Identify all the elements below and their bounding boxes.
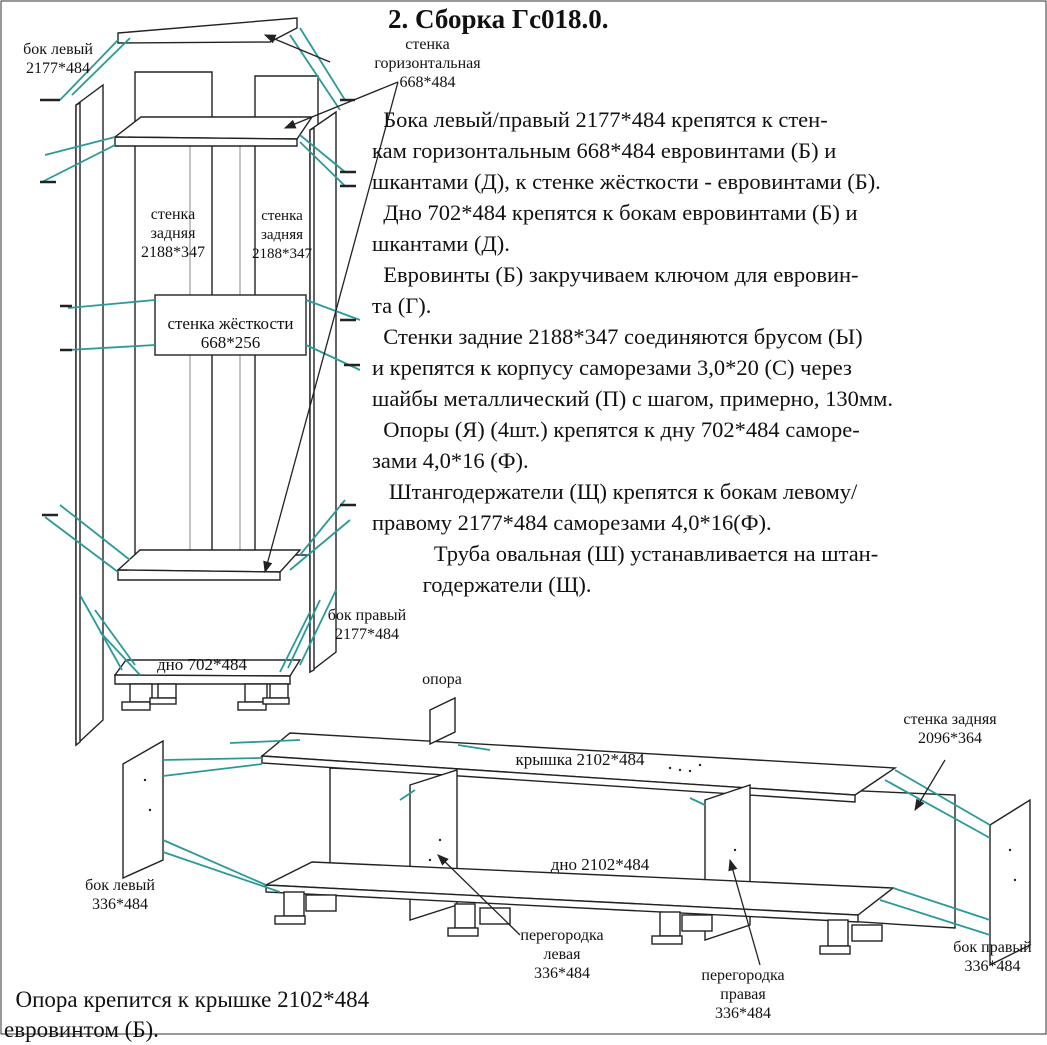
pointer-arrows-low bbox=[437, 759, 946, 966]
instruction-line: Штангодержатели (Щ) крепятся к бокам лев… bbox=[372, 479, 858, 504]
instruction-line: зами 4,0*16 (Ф). bbox=[372, 448, 529, 473]
stiffness-wall bbox=[154, 294, 307, 356]
instruction-line: правому 2177*484 саморезами 4,0*16(Ф). bbox=[372, 510, 772, 535]
page-title: 2. Сборка Гс018.0. bbox=[388, 4, 609, 34]
screw-icons-tall bbox=[40, 98, 360, 517]
low-cabinet bbox=[122, 696, 1031, 967]
low-cabinet-connectors bbox=[162, 739, 991, 936]
instruction-line: Евровинты (Б) закручиваем ключом для евр… bbox=[372, 262, 859, 287]
instruction-line: Бока левый/правый 2177*484 крепятся к ст… bbox=[372, 107, 828, 132]
inner-bottom-shelf bbox=[116, 549, 302, 573]
pointer-arrows-tall bbox=[263, 34, 399, 574]
note-line: Опора крепится к крышке 2102*484 bbox=[4, 987, 370, 1012]
instruction-line: шкантами (Д), к стенке жёсткости - евров… bbox=[372, 169, 881, 194]
middle-horizontal-wall bbox=[112, 116, 314, 140]
top-horizontal-wall bbox=[117, 17, 298, 44]
instruction-line: и крепятся к корпусу саморезами 3,0*20 (… bbox=[372, 355, 852, 380]
note-line: евровинтом (Б). bbox=[4, 1017, 159, 1042]
instruction-line: та (Г). bbox=[372, 293, 432, 318]
support-block bbox=[429, 696, 456, 746]
tall-cabinet bbox=[75, 17, 337, 747]
shelf-holes bbox=[143, 763, 1017, 882]
label-lid: крышка 2102*484 bbox=[515, 750, 645, 769]
label-bottom-tall: дно 702*484 bbox=[157, 655, 247, 674]
instruction-line: шайбы металлический (П) с шагом, примерн… bbox=[372, 386, 894, 411]
label-support: опора bbox=[422, 671, 462, 688]
label-bottom-low: дно 2102*484 bbox=[550, 855, 650, 874]
instruction-line: кам горизонтальным 668*484 евровинтами (… bbox=[372, 138, 837, 163]
instruction-line: Стенки задние 2188*347 соединяются брусо… bbox=[372, 324, 863, 349]
instruction-line: Труба овальная (Ш) устанавливается на шт… bbox=[372, 541, 879, 566]
support-note: Опора крепится к крышке 2102*484 евровин… bbox=[4, 985, 369, 1045]
instruction-line: Опоры (Я) (4шт.) крепятся к дну 702*484 … bbox=[372, 417, 860, 442]
instruction-line: годержатели (Щ). bbox=[372, 572, 592, 597]
instruction-line: Дно 702*484 крепятся к бокам евровинтами… bbox=[372, 200, 858, 225]
low-right-side bbox=[989, 798, 1031, 967]
low-left-side bbox=[122, 739, 164, 880]
assembly-instructions: Бока левый/правый 2177*484 крепятся к ст… bbox=[372, 104, 1044, 600]
instruction-line: шкантами (Д). bbox=[372, 231, 510, 256]
